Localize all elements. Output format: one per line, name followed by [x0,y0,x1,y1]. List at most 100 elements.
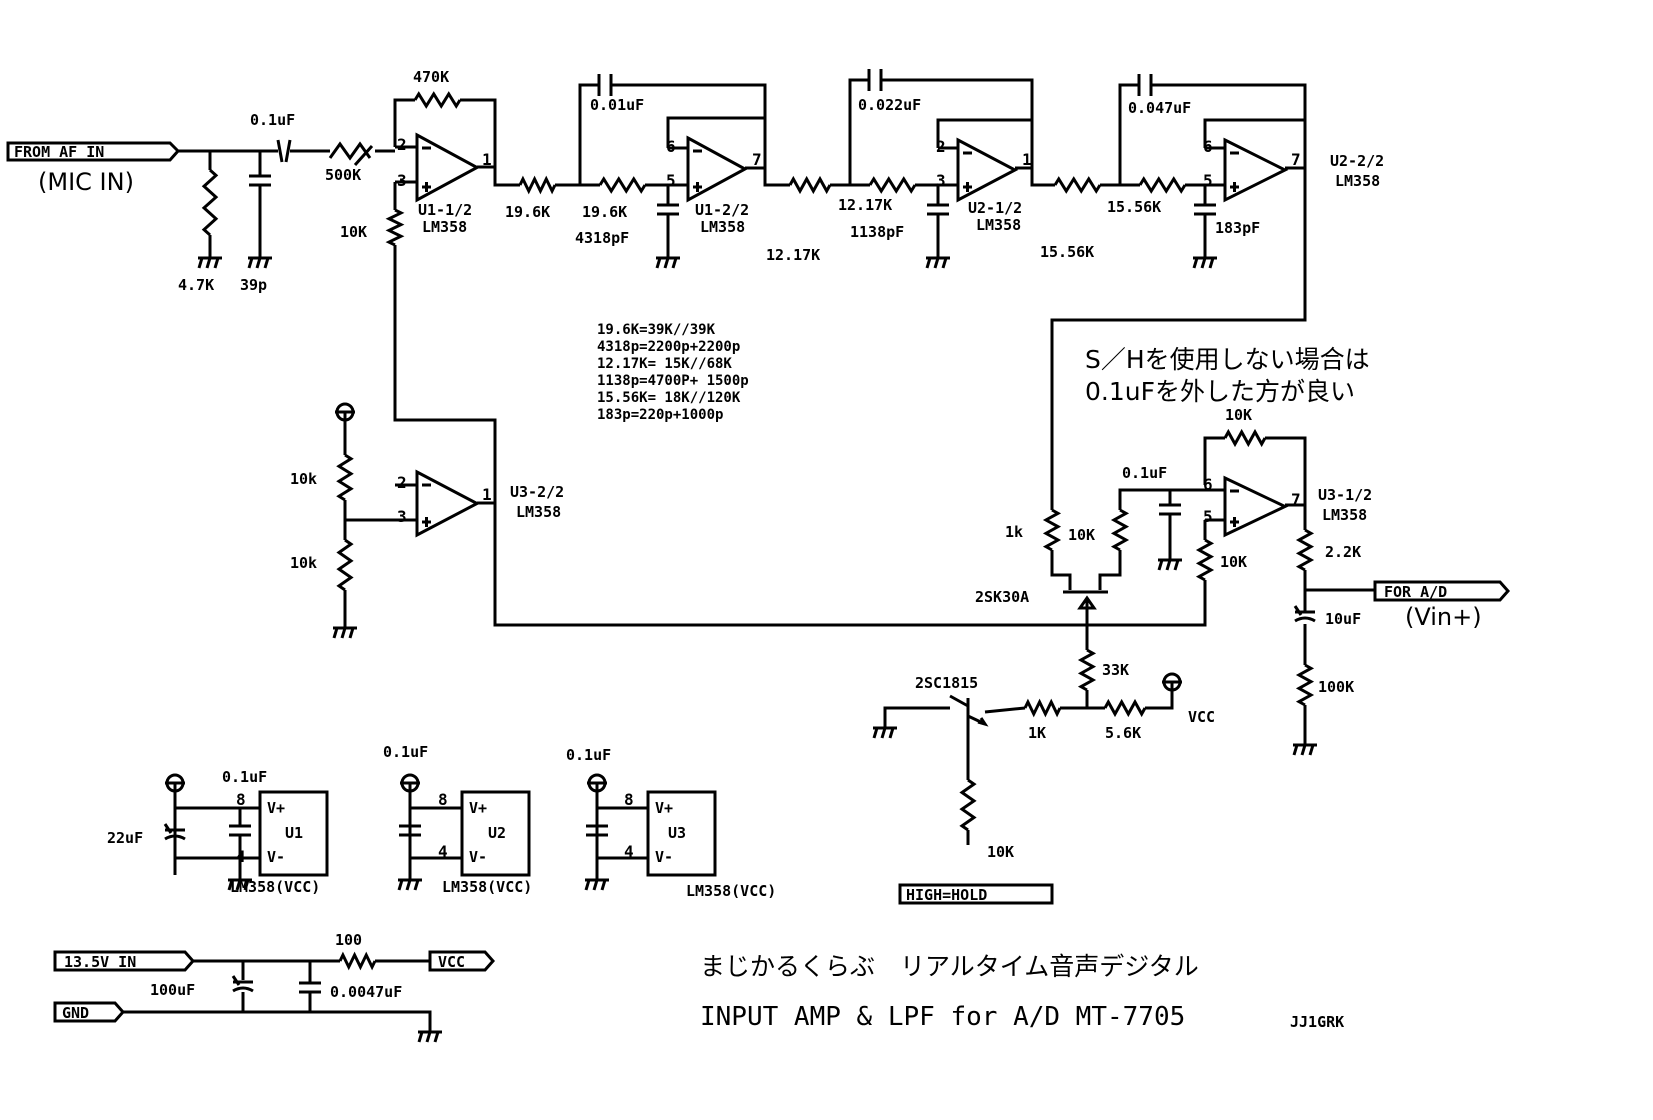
op-amp-polarity [422,483,431,527]
ic-package [646,790,717,877]
resistor [1223,428,1267,448]
pin-number: 2 [936,137,946,156]
component-label: V+ [655,799,673,817]
op-amp [415,132,481,203]
op-amp-polarity [693,149,702,192]
component-label: 0.1uF [1122,464,1167,482]
resistor [868,176,917,194]
component-label: LM358 [1322,506,1367,524]
op-amp-polarity [963,151,972,192]
vcc-icon [1162,672,1182,692]
pin-number: 5 [1203,171,1213,190]
op-amp-polarity [1230,489,1239,527]
pin-number: 7 [1291,490,1301,509]
port-vcc: VCC [428,950,496,972]
resistor [1195,538,1215,582]
component-label: 0.0047uF [330,983,402,1001]
component-label: 1K [1028,724,1046,742]
wire [123,1010,432,1032]
component-label: 0.022uF [858,96,921,114]
component-label: U1-2/2 [695,201,749,219]
component-label: U3-2/2 [510,483,564,501]
wire [460,98,520,187]
electrolytic-capacitor [1293,605,1316,623]
vcc-icon [165,773,185,793]
wire [666,116,765,148]
pin-number: 2 [397,473,407,492]
pin-number: 4 [236,847,246,866]
component-label: 10K [987,843,1014,861]
ic-package [460,790,531,877]
ground-icon [227,878,252,891]
resistor [336,453,354,502]
sh-note-line: S／Hを使用しない場合は [1085,345,1370,374]
component-label: U2-1/2 [968,199,1022,217]
resistor [518,175,557,195]
pin-number: 3 [936,171,946,190]
component-label: U2 [488,824,506,842]
capacitor [867,69,883,91]
capacitor [586,824,608,837]
op-amp [686,135,749,203]
component-label: 10uF [1325,610,1361,628]
component-label: 5.6K [1105,724,1141,742]
component-label: V+ [267,799,285,817]
note-line: 4318p=2200p+2200p [597,339,740,355]
pin-number: 7 [752,150,762,169]
component-label: 39p [240,276,267,294]
op-amp [1223,137,1289,203]
component-label: 0.1uF [250,111,295,129]
component-label: 100uF [150,981,195,999]
component-label: 33K [1102,661,1129,679]
wire [1050,83,1307,510]
component-label: 10k [290,554,317,572]
component-label: LM358 [700,218,745,236]
wire [1118,83,1138,185]
wire [848,78,868,185]
ground-icon [197,256,222,269]
port-vcc-label: VCC [438,953,465,971]
ground-icon [925,256,950,269]
port-gnd: GND [53,1001,126,1023]
potentiometer [328,141,374,167]
wire [883,706,950,728]
component-label: 0.01uF [590,96,644,114]
op-amp [956,137,1019,203]
component-label: VCC [1188,708,1215,726]
component-label: 100 [335,931,362,949]
component-label: 0.047uF [1128,99,1191,117]
port-for-ad: FOR A/D [1373,580,1511,602]
ground-icon [397,878,422,891]
capacitor [1137,74,1153,96]
resistor [338,951,377,971]
op-amp-polarity [1230,151,1239,192]
wire [1118,488,1225,510]
resistor [336,538,354,592]
component-label: 10K [1225,406,1252,424]
pin-number: 7 [1291,150,1301,169]
component-label: 10K [1220,553,1247,571]
wire [984,706,1026,714]
component-label: U2-2/2 [1330,152,1384,170]
component-label: U3-1/2 [1318,486,1372,504]
vcc-icon [335,402,355,422]
component-label: LM358(VCC) [230,878,320,896]
component-label: LM358(VCC) [686,882,776,900]
ground-icon [1292,743,1317,756]
component-label: V- [655,848,673,866]
pin-number: 1 [482,485,492,504]
component-label: 1k [1005,523,1023,541]
pin-number: 8 [438,790,448,809]
component-label: 19.6K [505,203,550,221]
pin-number: 1 [482,150,492,169]
pin-number: 8 [624,790,634,809]
port-high-hold: HIGH=HOLD [898,883,1054,905]
pin-number: 3 [397,171,407,190]
resistor [1023,698,1062,718]
wire [1050,550,1072,590]
component-label: U1 [285,824,303,842]
vin-label: (Vin+) [1405,603,1482,631]
capacitor [299,981,321,994]
